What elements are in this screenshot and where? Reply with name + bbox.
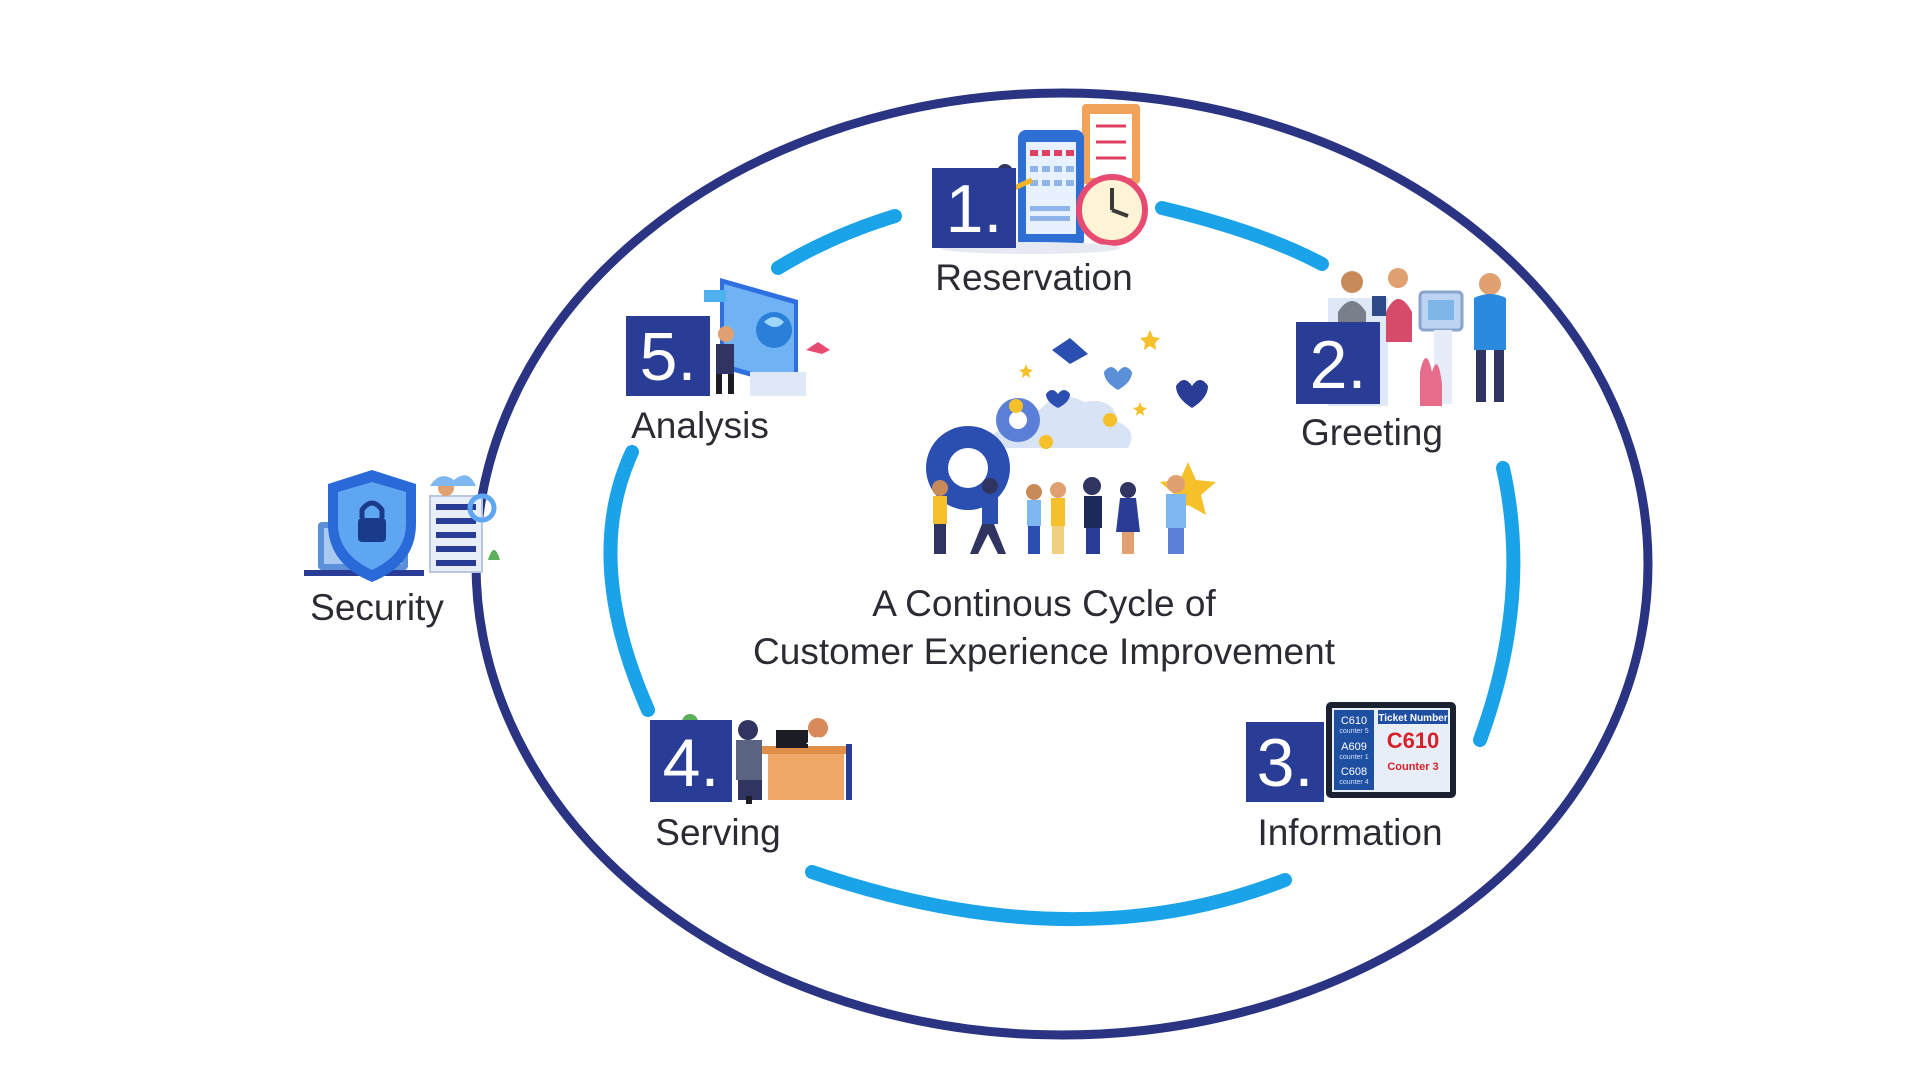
step-number-box-5 bbox=[626, 316, 710, 396]
inner-ring bbox=[603, 201, 1521, 927]
center-title-line-2: Customer Experience Improvement bbox=[753, 631, 1336, 672]
service-desk-icon bbox=[682, 714, 852, 804]
security-label: Security bbox=[310, 587, 444, 628]
ticket-display-icon: C610 counter 5 A609 counter 1 C608 count… bbox=[1326, 702, 1456, 798]
display-counter-1: counter 5 bbox=[1339, 728, 1368, 735]
step-number-3: 3. bbox=[1257, 725, 1314, 801]
team-celebration-illustration bbox=[926, 330, 1216, 554]
display-ticket: C610 bbox=[1387, 728, 1440, 753]
step-label-reservation: Reservation bbox=[935, 257, 1132, 298]
step-number-2: 2. bbox=[1310, 327, 1367, 403]
step-number-box-1 bbox=[932, 168, 1016, 248]
inner-arc-bottom bbox=[805, 865, 1292, 927]
inner-arc-right bbox=[1473, 461, 1521, 747]
center-title-line-1: A Continous Cycle of bbox=[872, 583, 1216, 624]
step-number-box-3 bbox=[1246, 722, 1324, 802]
display-header: Ticket Number bbox=[1378, 713, 1447, 724]
step-number-4: 4. bbox=[663, 725, 720, 801]
display-counter-3: counter 4 bbox=[1339, 779, 1368, 786]
inner-arc-top-right bbox=[1155, 201, 1329, 271]
inner-arc-left bbox=[603, 445, 655, 717]
display-counter: Counter 3 bbox=[1387, 761, 1438, 773]
display-row-3: C608 bbox=[1341, 766, 1367, 778]
team-members bbox=[932, 475, 1186, 554]
shield-lock-icon bbox=[304, 470, 500, 582]
step-number-5: 5. bbox=[640, 319, 697, 395]
display-counter-2: counter 1 bbox=[1339, 754, 1368, 761]
step-label-greeting: Greeting bbox=[1301, 412, 1443, 453]
step-label-serving: Serving bbox=[655, 812, 780, 853]
inner-arc-top-left bbox=[771, 209, 902, 275]
display-row-1: C610 bbox=[1341, 715, 1367, 727]
step-number-box-4 bbox=[650, 720, 732, 802]
step-label-analysis: Analysis bbox=[631, 405, 769, 446]
step-number-1: 1. bbox=[946, 171, 1003, 247]
step-number-box-2 bbox=[1296, 322, 1380, 404]
step-label-information: Information bbox=[1257, 812, 1442, 853]
analytics-screen-icon bbox=[704, 278, 830, 396]
display-row-2: A609 bbox=[1341, 741, 1367, 753]
